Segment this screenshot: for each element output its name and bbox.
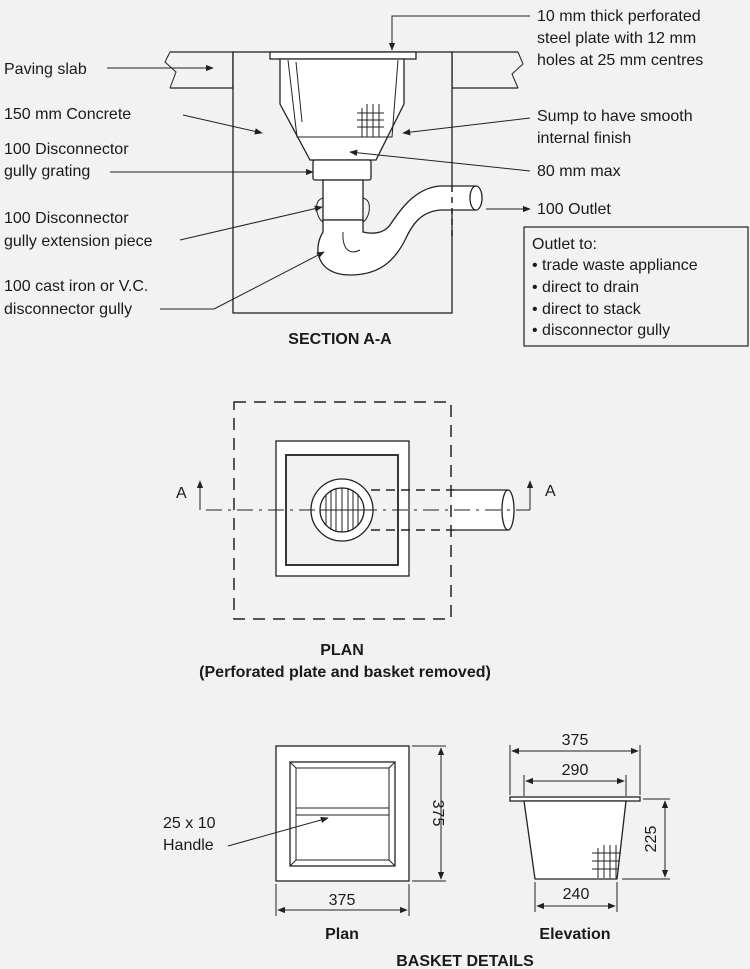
dim-plan-height-value: 375 [429,800,446,827]
label-gully-line1: 100 cast iron or V.C. [4,278,148,295]
basket-plan-inner [289,761,396,867]
label-sump-line1: Sump to have smooth [537,108,693,125]
leader-handle [227,816,329,847]
dim-elev-bottom-value: 240 [563,886,590,903]
leader-max [349,149,531,172]
leader-plate [388,15,530,51]
leader-extension [179,205,323,241]
outlet-pipe-end [469,185,483,211]
paving-slab-left [170,51,234,89]
gully-trap-inner [342,231,361,253]
basket-elev-body [523,800,627,880]
disconnector-gully [317,185,477,276]
basket-plan-taper [289,761,396,867]
dim-elev-top-value: 375 [562,732,589,749]
extension-lug-right [362,197,370,223]
label-max: 80 mm max [537,163,621,180]
basket-edge-line [295,61,303,123]
plan-concrete-outline [233,401,452,620]
section-title: SECTION A-A [288,331,392,348]
basket-handle-hatch [357,104,384,137]
plan-view: A A PLAN (Perforated plate and basket re… [176,401,556,681]
perforated-plate [269,51,417,60]
basket-details-title: BASKET DETAILS [396,953,534,969]
label-plate-line3: holes at 25 mm centres [537,52,703,69]
label-paving-slab: Paving slab [4,61,87,78]
basket-details: 25 x 10 Handle 375 375 375 290 [163,732,670,969]
section-view: Paving slab 150 mm Concrete 100 Disconne… [4,8,749,348]
leader-concrete [182,114,263,135]
section-mark-left-line [199,490,216,511]
section-mark-left: A [176,485,187,502]
leader-gully [213,251,325,310]
plan-title: PLAN [320,642,364,659]
outlet-option-2: • direct to drain [532,279,639,296]
label-sump-line2: internal finish [537,130,631,147]
paving-slab-right [451,51,518,89]
outlet-options-box [523,226,749,347]
outlet-option-4: • disconnector gully [532,322,670,339]
gully-grating [312,159,372,181]
label-handle-line2: Handle [163,837,214,854]
label-handle-line1: 25 x 10 [163,815,216,832]
slab-break-left [164,51,177,89]
basket-elevation-label: Elevation [539,926,610,943]
label-grating-line1: 100 Disconnector [4,141,129,158]
plan-subtitle: (Perforated plate and basket removed) [199,664,491,681]
extension-lug-left [316,197,324,223]
label-outlet: 100 Outlet [537,201,611,218]
label-plate-line1: 10 mm thick perforated [537,8,701,25]
section-mark-right: A [545,483,556,500]
outlet-option-1: • trade waste appliance [532,257,698,274]
label-plate-line2: steel plate with 12 mm [537,30,696,47]
label-extension-line2: gully extension piece [4,233,153,250]
basket-elev-handle-hatch [592,845,621,878]
leader-sump [402,117,531,136]
label-grating-line2: gully grating [4,163,90,180]
outlet-option-3: • direct to stack [532,301,642,318]
basket-plan-label: Plan [325,926,359,943]
label-concrete: 150 mm Concrete [4,106,131,123]
dim-elev-inner-value: 290 [562,762,589,779]
sump-basket [287,59,399,138]
label-gully-line2: disconnector gully [4,301,132,318]
outlet-box-title: Outlet to: [532,236,597,253]
dim-plan-width-value: 375 [329,892,356,909]
label-extension-line1: 100 Disconnector [4,210,129,227]
dim-elev-height-value: 225 [643,826,660,853]
slab-break-right [511,51,524,89]
extension-piece [322,179,364,221]
